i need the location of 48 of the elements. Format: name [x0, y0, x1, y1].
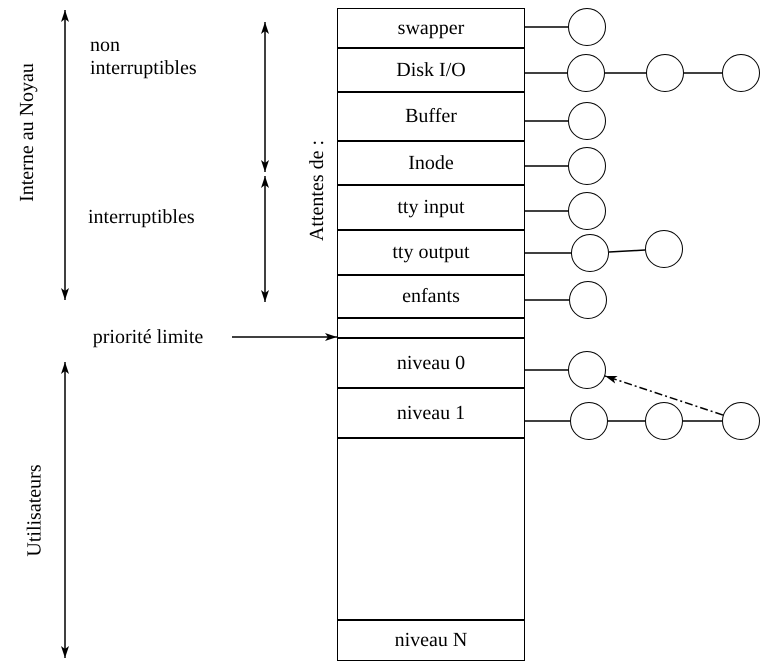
queue-circle — [568, 351, 606, 389]
connector-line — [684, 72, 722, 74]
table-row — [337, 438, 525, 620]
side-label: Attentes de : — [306, 139, 329, 241]
connector-line — [525, 210, 568, 212]
connector-line — [683, 420, 722, 422]
connector-line — [525, 369, 568, 371]
queue-circle — [645, 402, 683, 440]
connector-line — [525, 72, 567, 74]
table-row: Buffer — [337, 92, 525, 141]
connector-line — [608, 420, 645, 422]
range-label: interruptibles — [88, 206, 195, 229]
queue-circle — [570, 402, 608, 440]
queue-circle — [722, 402, 760, 440]
arrow — [604, 375, 724, 416]
range-label: non interruptibles — [90, 34, 198, 80]
connector-line — [525, 120, 568, 122]
connector-line — [525, 26, 568, 28]
queue-circle — [568, 147, 606, 185]
table-row: tty output — [337, 230, 525, 275]
connector-line — [525, 299, 569, 301]
queue-circle — [567, 54, 605, 92]
limit-label: priorité limite — [68, 322, 228, 352]
queue-circle — [568, 192, 606, 230]
queue-circle — [722, 54, 760, 92]
table-row: Disk I/O — [337, 48, 525, 92]
table-row: niveau 0 — [337, 338, 525, 388]
queue-circle — [646, 54, 684, 92]
side-label: Utilisateurs — [24, 464, 47, 556]
table-row — [337, 318, 525, 338]
table-row: tty input — [337, 185, 525, 230]
table-row: niveau 1 — [337, 388, 525, 438]
table-row: niveau N — [337, 620, 525, 661]
queue-circle — [571, 234, 609, 272]
queue-circle — [568, 8, 606, 46]
table-row: swapper — [337, 8, 525, 48]
table-row: enfants — [337, 275, 525, 318]
side-label: Interne au Noyau — [15, 62, 38, 202]
connector-line — [605, 72, 646, 74]
queue-circle — [645, 230, 683, 268]
table-row: Inode — [337, 141, 525, 185]
connector-line — [608, 249, 646, 253]
queue-circle — [569, 281, 607, 319]
connector-line — [525, 420, 570, 422]
arrow — [232, 333, 337, 341]
connector-line — [525, 252, 571, 254]
connector-line — [525, 165, 568, 167]
queue-circle — [568, 102, 606, 140]
